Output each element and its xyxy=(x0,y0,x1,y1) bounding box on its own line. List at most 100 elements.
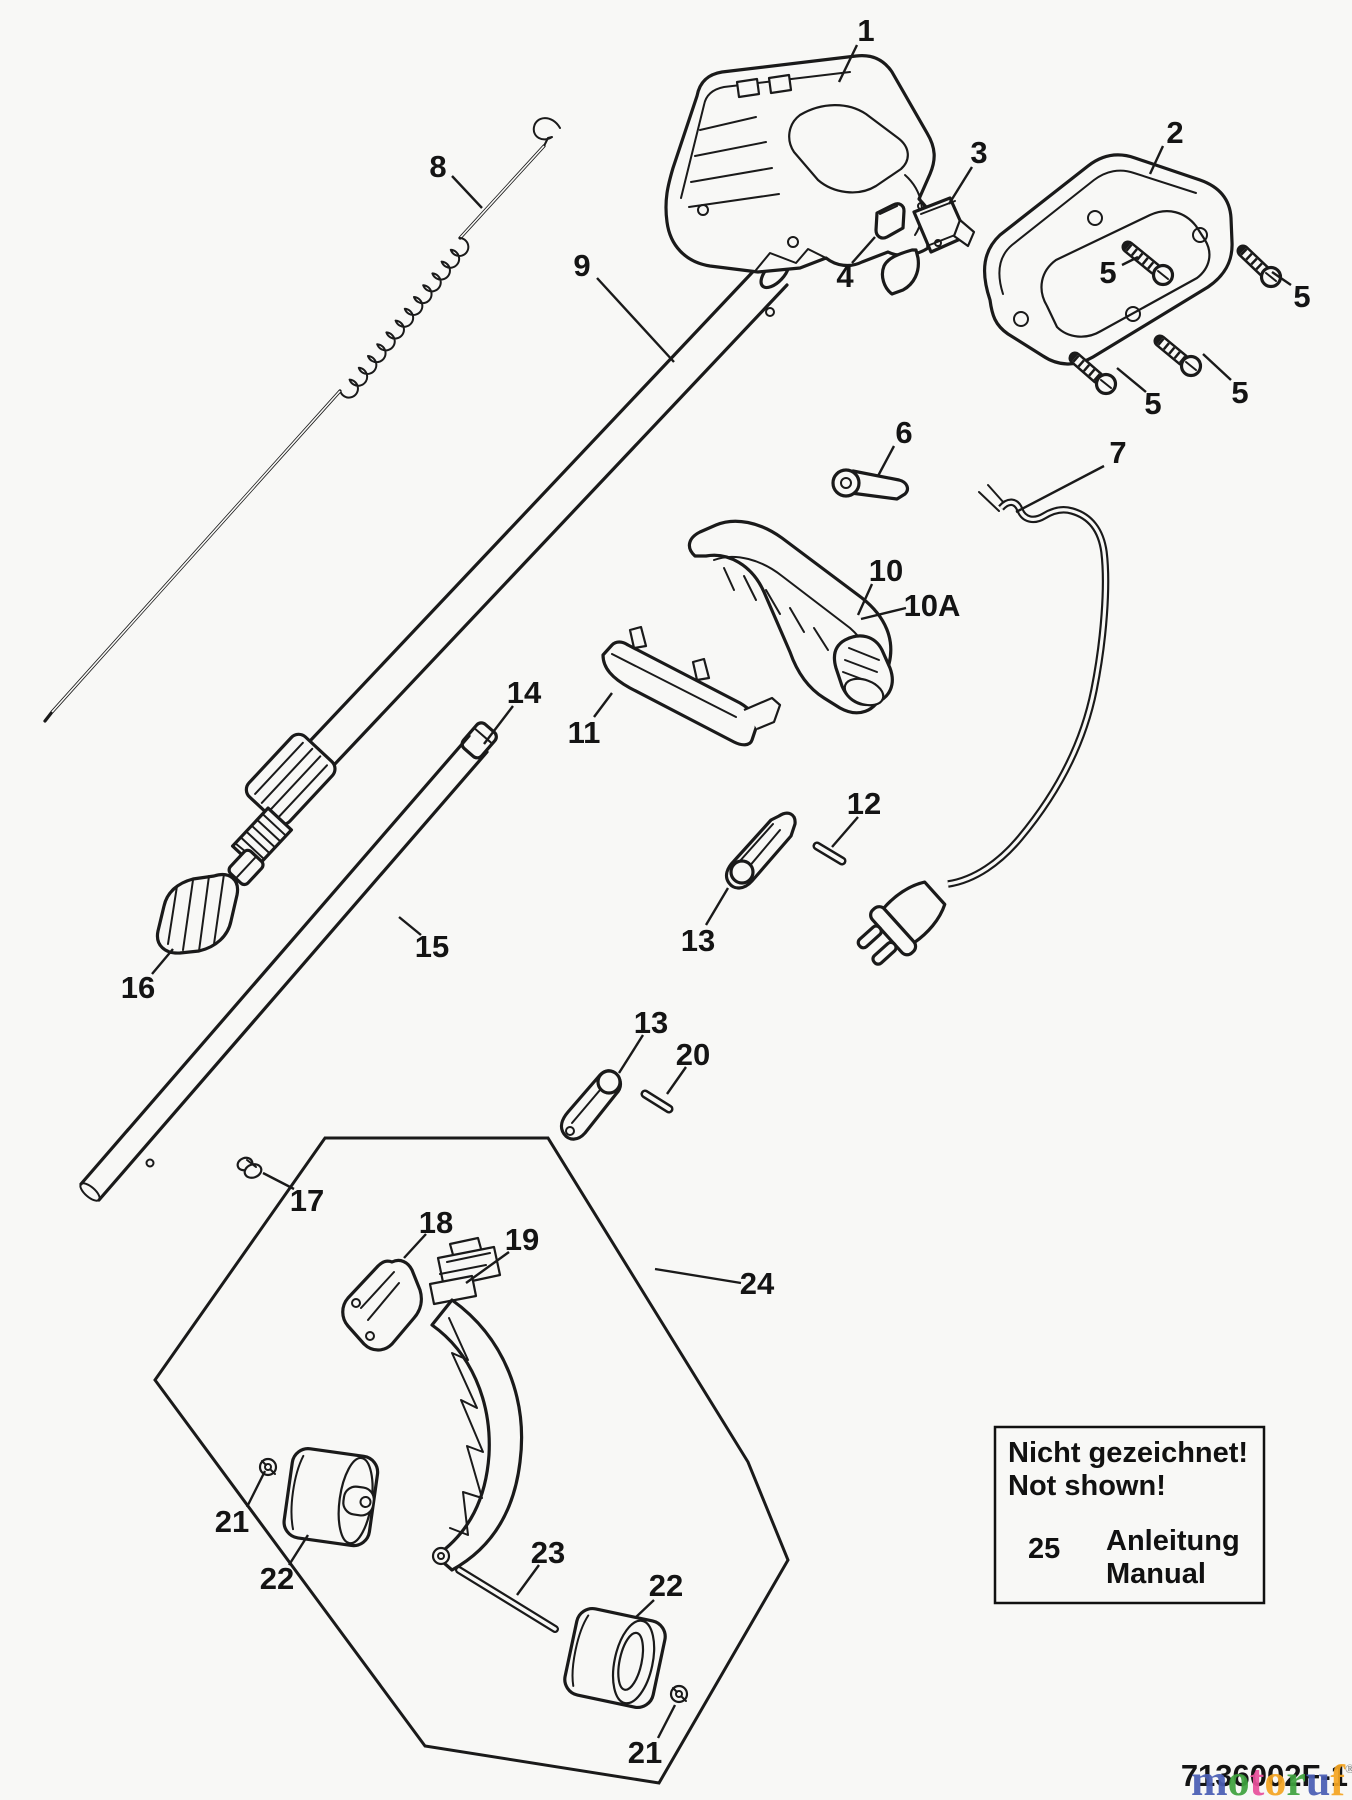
screw-5-a xyxy=(1121,240,1175,287)
leader-9 xyxy=(596,277,675,363)
note-line-1: Nicht gezeichnet! xyxy=(1008,1437,1248,1469)
leader-8 xyxy=(451,175,483,209)
part-3-switch xyxy=(880,196,976,296)
screw-5-b xyxy=(1236,244,1283,289)
note-item-name-2: Manual xyxy=(1106,1558,1206,1590)
callout-3: 3 xyxy=(970,135,987,170)
leader-12 xyxy=(831,816,859,848)
leader-23 xyxy=(516,1564,540,1596)
callout-20: 20 xyxy=(676,1037,710,1072)
note-item-number: 25 xyxy=(1028,1533,1060,1565)
screw-5-c xyxy=(1068,351,1118,396)
watermark-reg-mark: ® xyxy=(1345,1761,1352,1776)
callout-6: 6 xyxy=(895,415,912,450)
callout-8: 8 xyxy=(429,149,446,184)
leader-14 xyxy=(483,705,514,745)
callout-18: 18 xyxy=(419,1205,453,1240)
callout-13a: 13 xyxy=(681,923,715,958)
leader-24 xyxy=(654,1267,742,1285)
callout-15: 15 xyxy=(415,929,449,964)
leader-13a xyxy=(704,887,730,926)
callout-5c: 5 xyxy=(1144,386,1161,421)
leader-13b xyxy=(617,1034,645,1074)
part-11-clamp-strip xyxy=(601,625,782,747)
callout-10: 10 xyxy=(869,553,903,588)
leader-22b xyxy=(634,1599,655,1619)
part-5-screws xyxy=(1068,240,1283,396)
callout-22a: 22 xyxy=(260,1561,294,1596)
callout-5b: 5 xyxy=(1293,279,1310,314)
part-12-pin xyxy=(812,841,847,866)
part-22-roller-left xyxy=(282,1447,380,1548)
callout-22b: 22 xyxy=(649,1568,683,1603)
part-8-coiled-wire xyxy=(43,117,561,723)
part-2-handle-housing-right xyxy=(982,153,1234,366)
callout-labels: 1 2 3 4 5 5 5 5 6 7 8 9 10 10A 11 12 13 … xyxy=(121,13,1311,1770)
leader-6 xyxy=(876,445,896,477)
footer: 7136002F-1 motoruf®.de xyxy=(1181,1756,1352,1800)
screw-5-d xyxy=(1153,334,1203,378)
callout-16: 16 xyxy=(121,970,155,1005)
part-20-pin xyxy=(640,1089,674,1114)
callout-4: 4 xyxy=(836,259,854,294)
part-14-ferrule xyxy=(460,721,498,760)
callout-1: 1 xyxy=(857,13,874,48)
callout-21b: 21 xyxy=(628,1735,662,1770)
part-17-nut xyxy=(236,1156,263,1179)
callout-7: 7 xyxy=(1109,435,1126,470)
callout-12: 12 xyxy=(847,786,881,821)
callout-14: 14 xyxy=(507,675,542,710)
drawing-number: 7136002F-1 xyxy=(1181,1758,1348,1793)
callout-5a: 5 xyxy=(1099,255,1116,290)
leader-16 xyxy=(151,948,174,975)
assembly-boundary-24 xyxy=(153,1136,790,1785)
callout-5d: 5 xyxy=(1231,375,1248,410)
leader-5b xyxy=(1271,271,1292,286)
leader-5d xyxy=(1202,353,1232,381)
leader-22a xyxy=(287,1534,310,1566)
part-21-nut-right xyxy=(669,1684,689,1704)
callout-9: 9 xyxy=(573,248,590,283)
note-item-name-1: Anleitung xyxy=(1106,1525,1240,1557)
leader-1 xyxy=(837,44,859,83)
leader-19 xyxy=(465,1251,510,1284)
leader-5c xyxy=(1116,367,1147,393)
watermark-logo: motoruf®.de xyxy=(1191,1756,1352,1800)
callout-10A: 10A xyxy=(904,588,961,623)
leader-7 xyxy=(1015,464,1105,514)
leader-21a xyxy=(245,1470,267,1508)
part-18-latch xyxy=(341,1258,423,1352)
part-19-guard-bracket xyxy=(428,1236,524,1572)
leader-5a xyxy=(1121,255,1139,267)
leader-17 xyxy=(262,1171,295,1191)
part-23-rod xyxy=(455,1566,559,1633)
callout-2: 2 xyxy=(1166,115,1183,150)
callout-13b: 13 xyxy=(634,1005,668,1040)
callout-23: 23 xyxy=(531,1535,565,1570)
part-9-upper-shaft-tube xyxy=(227,256,791,887)
part-15-lower-shaft-tube xyxy=(79,734,489,1202)
part-13-clip-upper xyxy=(724,811,797,890)
part-4-switch-block xyxy=(874,202,906,240)
part-13-clip-lower xyxy=(559,1069,623,1141)
part-7-power-cord xyxy=(856,484,1110,966)
plug xyxy=(856,880,947,966)
callout-11: 11 xyxy=(568,715,601,750)
note-line-2: Not shown! xyxy=(1008,1470,1166,1502)
part-1-handle-housing-left xyxy=(664,54,940,274)
leader-18 xyxy=(403,1233,427,1259)
callout-19: 19 xyxy=(505,1222,539,1257)
leader-10A xyxy=(860,606,907,621)
leader-3 xyxy=(947,166,974,205)
leader-15 xyxy=(398,916,422,936)
leader-10 xyxy=(856,583,874,616)
leader-lines xyxy=(151,44,1292,1739)
leader-20 xyxy=(666,1066,687,1095)
callout-21a: 21 xyxy=(215,1504,249,1539)
part-10-loop-handle xyxy=(687,519,894,715)
leader-2 xyxy=(1148,145,1165,175)
callout-17: 17 xyxy=(290,1183,324,1218)
leader-11 xyxy=(593,692,613,718)
